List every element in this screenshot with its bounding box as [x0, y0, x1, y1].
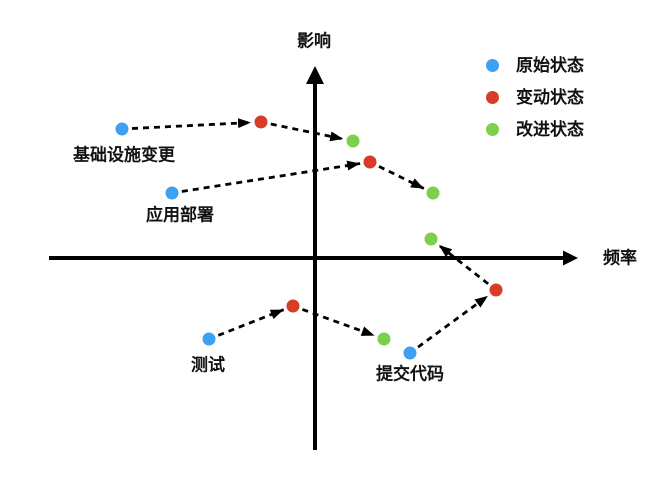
- label-app-deployment: 应用部署: [146, 205, 214, 225]
- legend-label-improved-state: 改进状态: [516, 119, 584, 139]
- x-axis-arrowhead-icon: [563, 250, 578, 266]
- legend-dot-original-state-icon: [486, 58, 499, 72]
- infrastructure-change-transition-arrow-1: [131, 118, 252, 130]
- infrastructure-change-point-2: [254, 115, 268, 129]
- legend: 原始状态 变动状态 改进状态: [486, 56, 584, 138]
- y-axis-label: 影响: [297, 31, 331, 51]
- label-code-commit: 提交代码: [376, 364, 444, 384]
- code-commit-point-3: [424, 232, 438, 246]
- infrastructure-change-point-3: [346, 134, 360, 148]
- legend-item-improved-state: 改进状态: [486, 120, 584, 138]
- code-commit-transition-arrow-1: [417, 294, 489, 349]
- app-deployment-point-1: [165, 186, 179, 200]
- app-deployment-point-3: [426, 186, 440, 200]
- infrastructure-change-transition-arrow-2: [270, 122, 344, 142]
- testing-point-3: [377, 332, 391, 346]
- testing-transition-arrow-2: [301, 308, 376, 337]
- y-axis-arrowhead-icon: [306, 66, 324, 84]
- legend-label-changed-state: 变动状态: [516, 87, 584, 107]
- code-commit-point-1: [403, 346, 417, 360]
- app-deployment-transition-arrow-1: [181, 160, 361, 193]
- code-commit-point-2: [489, 283, 503, 297]
- testing-point-1: [202, 332, 216, 346]
- legend-dot-changed-state-icon: [486, 90, 499, 104]
- app-deployment-point-2: [363, 155, 377, 169]
- testing-point-2: [286, 299, 300, 313]
- label-infrastructure-change: 基础设施变更: [73, 145, 175, 165]
- app-deployment-transition-arrow-2: [378, 165, 425, 190]
- legend-item-original-state: 原始状态: [486, 56, 584, 74]
- legend-item-changed-state: 变动状态: [486, 88, 584, 106]
- legend-label-original-state: 原始状态: [516, 55, 584, 75]
- x-axis-label: 频率: [603, 248, 637, 268]
- code-commit-transition-arrow-2: [438, 244, 489, 285]
- testing-transition-arrow-1: [217, 308, 285, 337]
- legend-dot-improved-state-icon: [486, 122, 499, 136]
- label-testing: 测试: [191, 355, 225, 375]
- infrastructure-change-point-1: [115, 122, 129, 136]
